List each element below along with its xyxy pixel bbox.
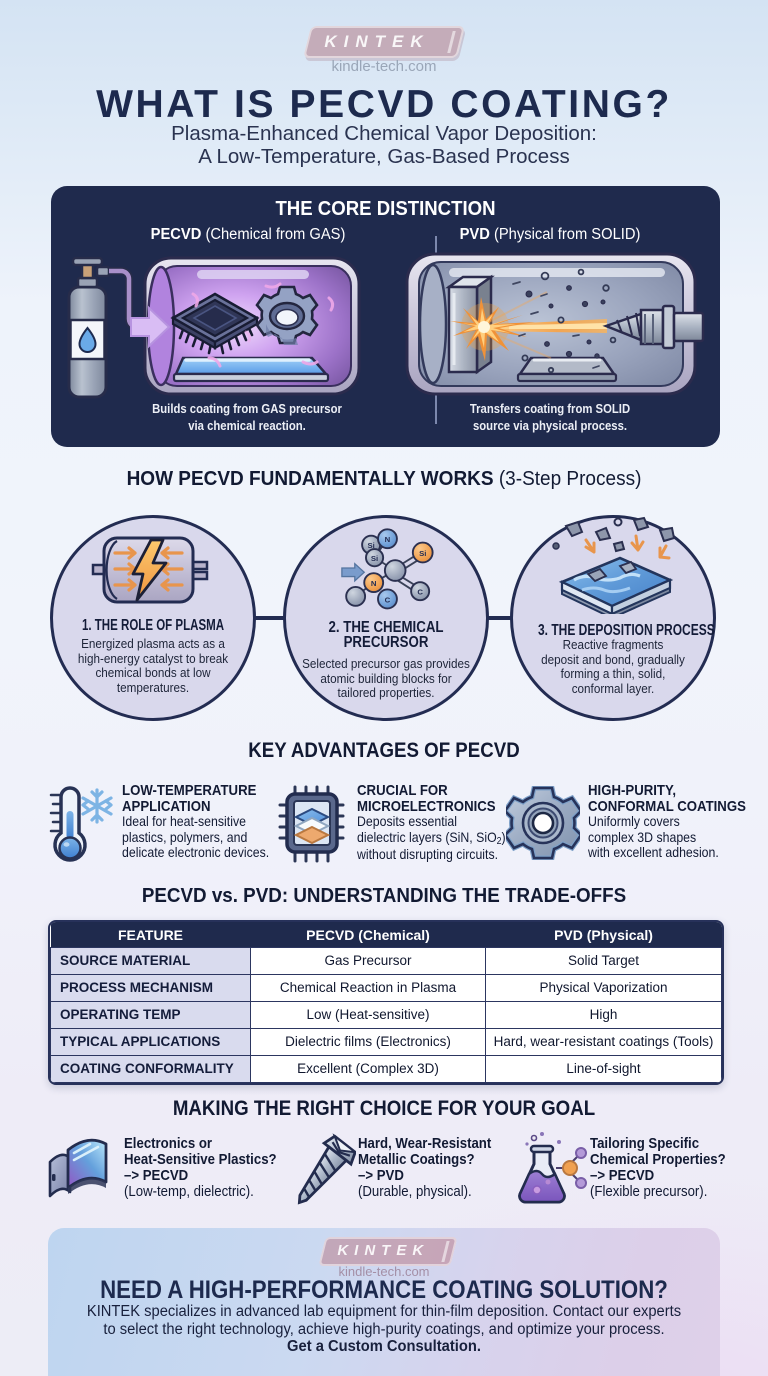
svg-text:N: N xyxy=(385,535,391,544)
svg-text:C: C xyxy=(417,588,423,597)
svg-text:Si: Si xyxy=(371,554,378,563)
svg-text:N: N xyxy=(371,579,377,588)
svg-text:C: C xyxy=(385,595,391,604)
svg-text:Si: Si xyxy=(367,541,374,550)
svg-text:Si: Si xyxy=(419,549,426,558)
